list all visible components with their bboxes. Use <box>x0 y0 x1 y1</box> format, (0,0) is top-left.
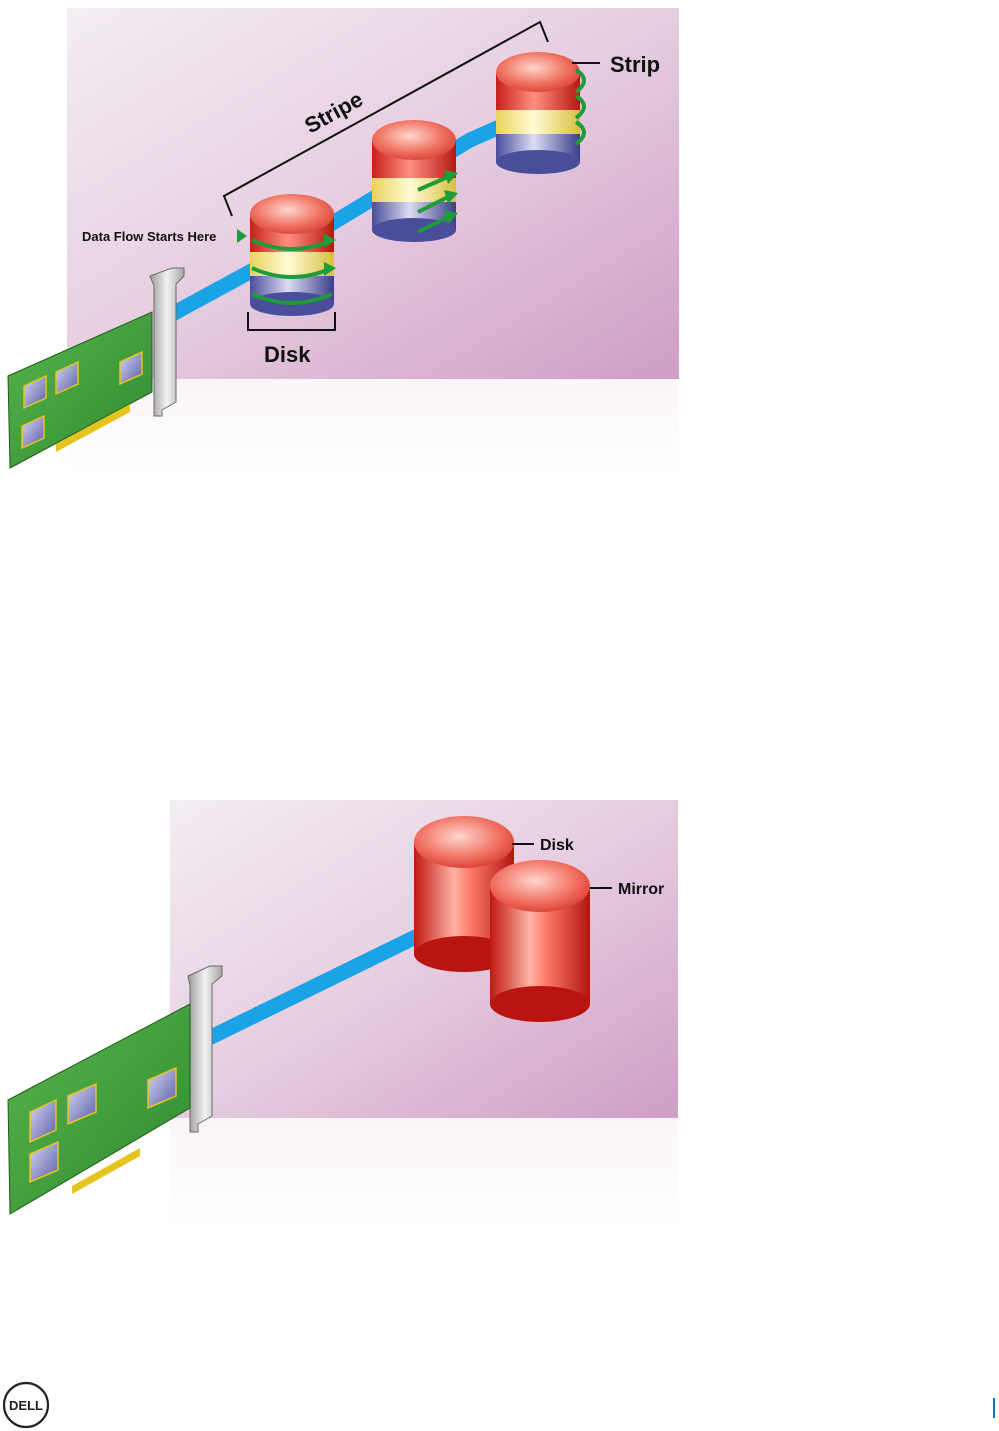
mirror-label: Mirror <box>618 881 664 898</box>
mirror-disk <box>490 860 590 1022</box>
disk-3 <box>496 52 584 174</box>
disk-label: Disk <box>264 342 311 367</box>
page-edge-marker <box>993 1398 995 1418</box>
disk-label: Disk <box>540 837 574 854</box>
mirroring-diagram: Disk Mirror <box>0 790 999 1230</box>
strip-label: Strip <box>610 52 660 77</box>
striping-diagram: Stripe St <box>0 0 999 480</box>
data-flow-label: Data Flow Starts Here <box>82 229 216 244</box>
disk-2 <box>372 120 458 242</box>
dell-logo-text: DELL <box>9 1398 43 1413</box>
disk-1 <box>250 194 336 316</box>
dell-logo-icon: DELL <box>2 1381 50 1429</box>
